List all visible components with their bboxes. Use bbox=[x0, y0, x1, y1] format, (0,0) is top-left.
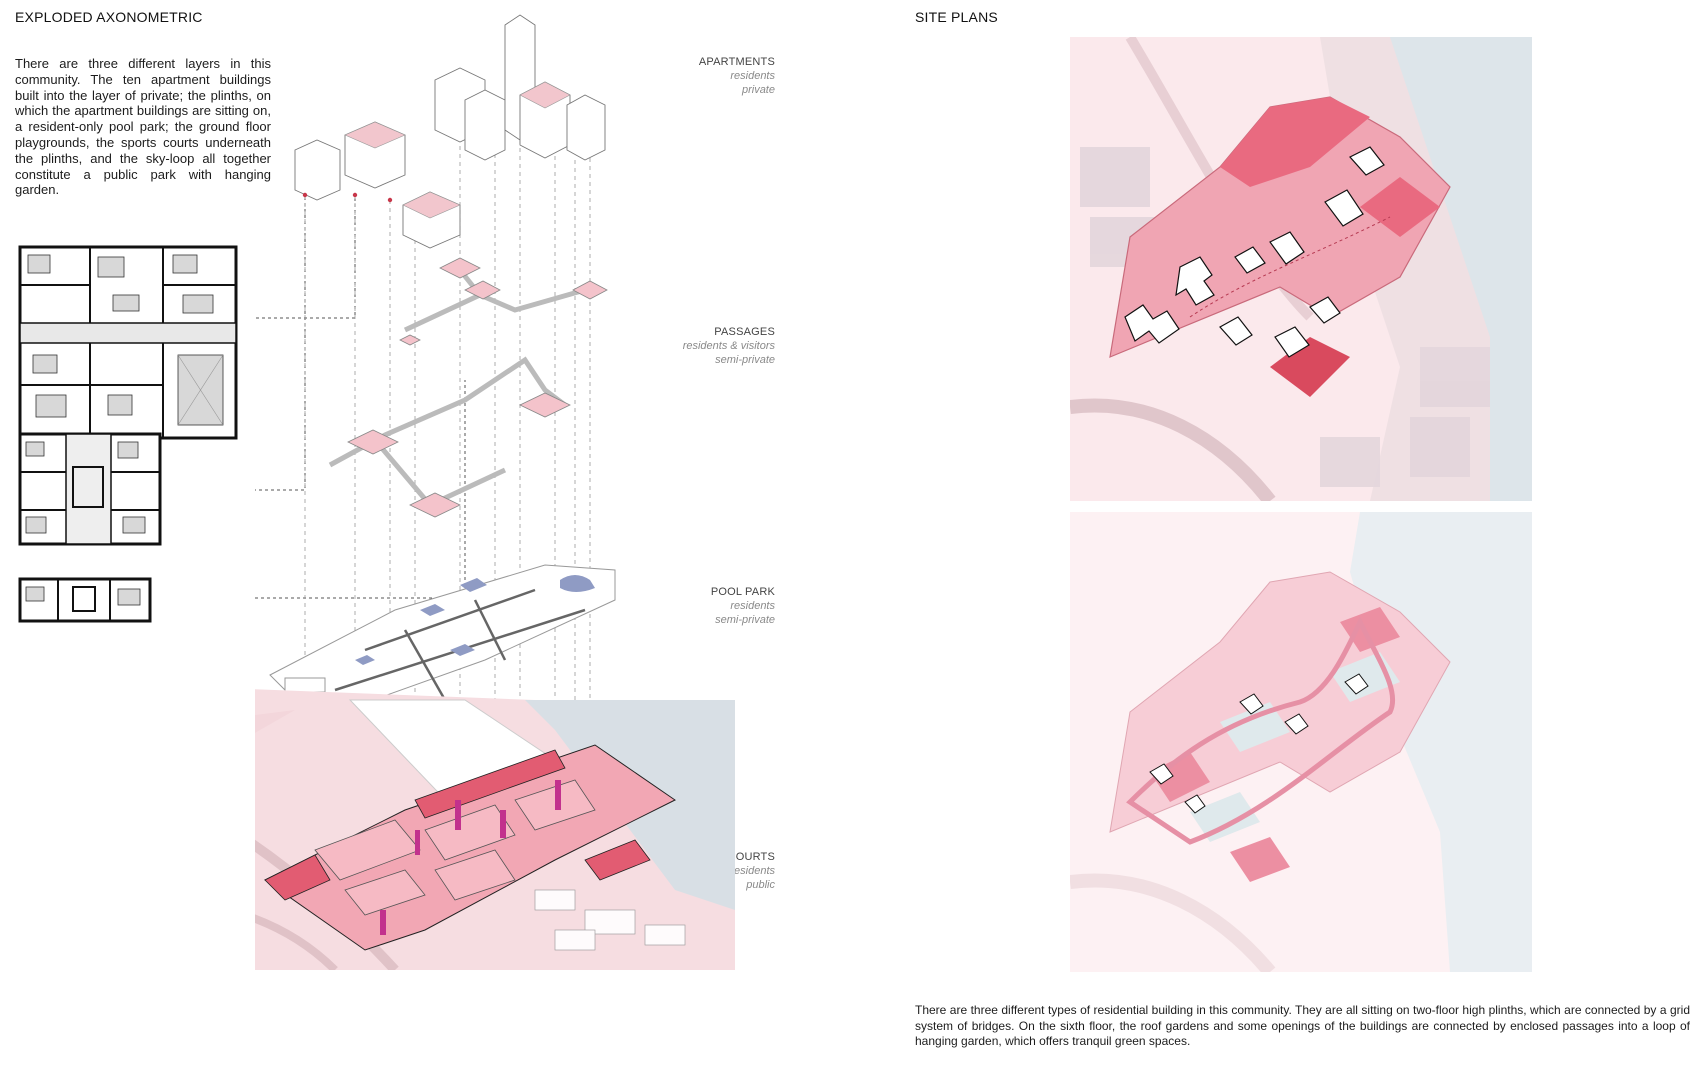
site-plan-bottom bbox=[1070, 512, 1532, 972]
passages-layer bbox=[328, 257, 608, 518]
layer-title: PASSAGES bbox=[714, 326, 775, 338]
layer-privacy: semi-private bbox=[715, 354, 775, 366]
layer-privacy: private bbox=[741, 84, 775, 96]
layer-privacy: semi-private bbox=[715, 614, 775, 626]
floor-plan-type-a bbox=[18, 245, 238, 440]
floor-plan-type-b bbox=[18, 432, 162, 546]
layer-users: residents bbox=[730, 600, 775, 612]
exploded-axonometric-heading: EXPLODED AXONOMETRIC bbox=[15, 9, 203, 25]
layer-label-apartments: APARTMENTS residents private bbox=[575, 55, 775, 97]
layer-title: POOL PARK bbox=[710, 586, 775, 598]
layer-title: APARTMENTS bbox=[698, 56, 775, 68]
leader-dots bbox=[302, 192, 393, 203]
layer-label-passages: PASSAGES residents & visitors semi-priva… bbox=[575, 325, 775, 367]
apartment-towers bbox=[294, 14, 606, 249]
layer-privacy: public bbox=[746, 879, 775, 891]
layer-label-pool-park: POOL PARK residents semi-private bbox=[575, 585, 775, 627]
site-plan-top bbox=[1070, 37, 1532, 501]
layer-users: residents & visitors bbox=[682, 340, 775, 352]
layer-users: residents bbox=[730, 70, 775, 82]
sports-courts-layer bbox=[255, 689, 735, 970]
site-plans-caption: There are three different types of resid… bbox=[915, 1003, 1690, 1048]
exploded-axonometric-drawing bbox=[255, 14, 735, 970]
intro-paragraph: There are three different layers in this… bbox=[15, 56, 271, 198]
site-plans-heading: SITE PLANS bbox=[915, 9, 998, 25]
plan-leader-lines bbox=[255, 195, 466, 599]
floor-plan-type-c bbox=[18, 577, 152, 623]
